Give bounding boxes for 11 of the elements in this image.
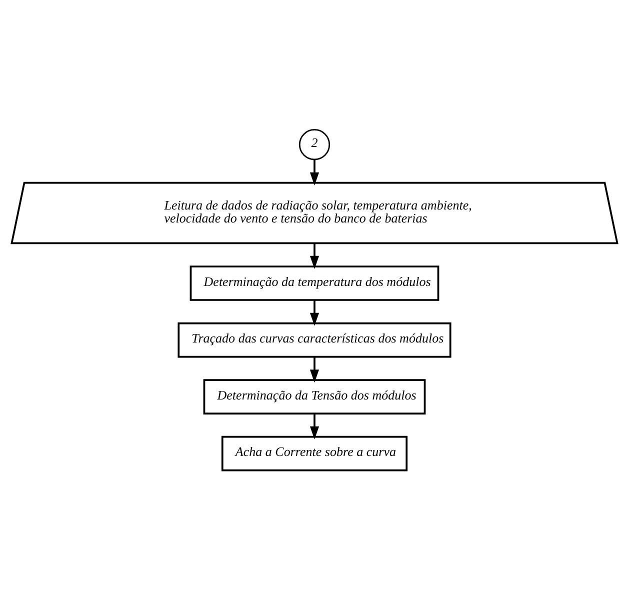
arrow [310,159,320,185]
node-box: Acha a Corrente sobre a curva [221,435,408,471]
node-box: Determinação da temperatura dos módulos [190,265,440,300]
arrow [310,356,320,382]
node-circle: 2 [298,128,330,160]
node-box: Leitura de dados de radiação solar, temperatura ambiente, velocidade do vento e tensão do banco de baterias [10,181,618,244]
arrow [310,242,320,268]
arrow [310,413,320,439]
node-box: Determinação da Tensão dos módulos [203,378,426,414]
node-box: Traçado das curvas características dos módulos [178,322,452,358]
arrow [310,300,320,326]
